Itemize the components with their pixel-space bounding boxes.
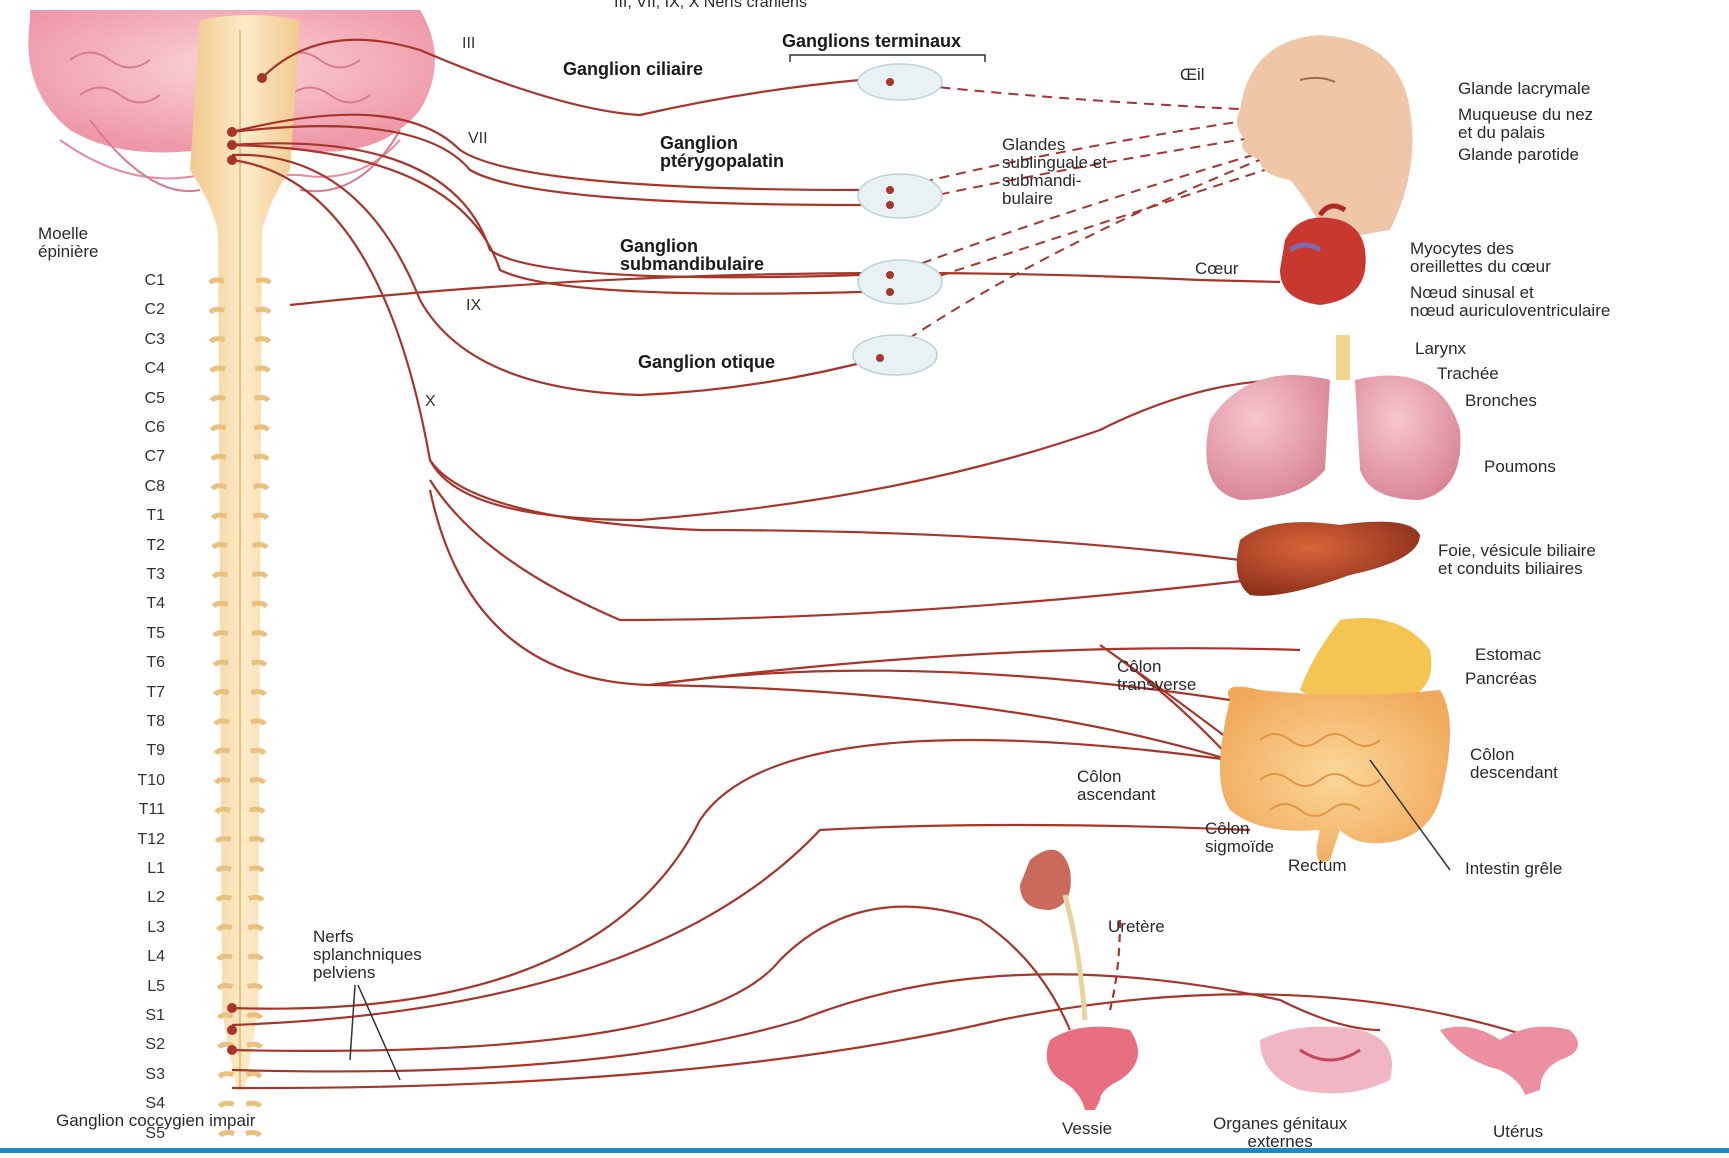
trachee-label: Trachée [1437,365,1499,383]
ganglion-submandib-label: Ganglion submandibulaire [620,237,764,273]
segment-label-l4: L4 [115,948,165,966]
segment-label-c4: C4 [115,360,165,378]
poumons-label: Poumons [1484,458,1556,476]
parotide-label: Glande parotide [1458,146,1579,164]
segment-label-s2: S2 [115,1036,165,1054]
ganglion-dots [227,73,894,1055]
left-root-c3 [211,339,225,342]
segment-label-s4: S4 [115,1095,165,1113]
right-root-c2 [256,309,270,312]
genital-illustration [1260,1027,1392,1094]
segment-label-t4: T4 [115,595,165,613]
segment-label-t8: T8 [115,713,165,731]
colon-descendant-label: Côlon descendant [1470,746,1558,782]
coeur-label: Cœur [1195,260,1238,278]
segment-label-t2: T2 [115,537,165,555]
uretere-label: Uretère [1108,918,1165,936]
segment-label-l3: L3 [115,919,165,937]
segment-label-c5: C5 [115,390,165,408]
segment-label-t5: T5 [115,625,165,643]
muqueuse-label: Muqueuse du nez et du palais [1458,106,1593,142]
nerve-VII-label: VII [468,130,488,148]
segment-label-c3: C3 [115,331,165,349]
estomac-label: Estomac [1475,646,1541,664]
left-root-c5 [211,397,225,400]
right-root-c6 [254,427,268,430]
liver-illustration [1237,522,1420,596]
nerve-X-label: X [425,393,436,411]
ganglion-pterygo-label: Ganglion ptérygopalatin [660,134,784,170]
ganglia-ellipses [853,64,942,375]
segment-label-t6: T6 [115,654,165,672]
colon-transverse-label: Côlon transverse [1117,658,1196,694]
foie-label: Foie, vésicule biliaire et conduits bili… [1438,542,1596,578]
left-root-c2 [210,309,224,312]
segment-label-l1: L1 [115,860,165,878]
colon-ascendant-label: Côlon ascendant [1077,768,1155,804]
left-root-c6 [212,427,226,430]
ganglion-ciliaire-label: Ganglion ciliaire [563,60,703,78]
segment-label-t3: T3 [115,566,165,584]
rectum-label: Rectum [1288,857,1347,875]
uterus-label: Utérus [1493,1123,1543,1141]
right-root-c3 [255,339,269,342]
cranial-nerves-label: III, VII, IX, X Nerfs crâniens [614,0,807,12]
noeud-label: Nœud sinusal et nœud auriculoventriculai… [1410,284,1610,320]
uterus-illustration [1440,1027,1578,1095]
segment-label-c6: C6 [115,419,165,437]
segment-label-c1: C1 [115,272,165,290]
segment-label-t7: T7 [115,684,165,702]
right-root-s4 [246,1103,260,1106]
nerve-III-label: III [462,35,475,53]
right-root-c1 [256,280,270,283]
colon-sigmoide-label: Côlon sigmoïde [1205,820,1274,856]
left-root-s4 [220,1103,234,1106]
segment-label-c7: C7 [115,448,165,466]
right-root-c7 [254,456,268,459]
splanchnic-pointers [350,985,400,1080]
right-root-c5 [255,397,269,400]
organes-genitaux-label: Organes génitaux externes [1213,1115,1347,1151]
left-root-c4 [211,368,225,371]
left-root-c7 [212,456,226,459]
right-root-s3 [247,1074,261,1077]
bladder-illustration [1047,1027,1138,1110]
right-root-c4 [255,368,269,371]
glandes-sub-label: Glandes sublinguale et submandi- bulaire [1002,136,1107,208]
segment-label-c2: C2 [115,301,165,319]
segment-label-t1: T1 [115,507,165,525]
segment-label-s1: S1 [115,1007,165,1025]
ganglion-otique-label: Ganglion otique [638,353,775,371]
segment-label-t11: T11 [115,801,165,819]
segment-label-t9: T9 [115,742,165,760]
left-root-c1 [210,280,224,283]
pancreas-label: Pancréas [1465,670,1537,688]
segment-label-l5: L5 [115,978,165,996]
left-root-s3 [219,1074,233,1077]
segment-label-l2: L2 [115,889,165,907]
ganglions-terminaux-label: Ganglions terminaux [782,32,961,50]
lungs-illustration [1206,335,1460,500]
segment-label-t10: T10 [115,772,165,790]
right-root-s5 [246,1132,260,1135]
segment-label-t12: T12 [115,831,165,849]
nerve-IX-label: IX [466,297,481,315]
moelle-epiniere-label: Moelle épinière [38,225,99,261]
vessie-label: Vessie [1062,1120,1112,1138]
bottom-accent-band [0,1148,1729,1153]
bronches-label: Bronches [1465,392,1537,410]
left-root-s5 [220,1132,234,1135]
right-root-s2 [247,1044,261,1047]
glande-lacrymale-label: Glande lacrymale [1458,80,1590,98]
larynx-label: Larynx [1415,340,1466,358]
terminaux-bracket [790,55,985,62]
segment-label-s5: S5 [115,1125,165,1143]
segment-label-s3: S3 [115,1066,165,1084]
nerfs-splanchniques-label: Nerfs splanchniques pelviens [313,928,422,982]
myocytes-label: Myocytes des oreillettes du cœur [1410,240,1551,276]
segment-label-c8: C8 [115,478,165,496]
oeil-label: Œil [1180,66,1205,84]
intestin-grele-label: Intestin grêle [1465,860,1562,878]
